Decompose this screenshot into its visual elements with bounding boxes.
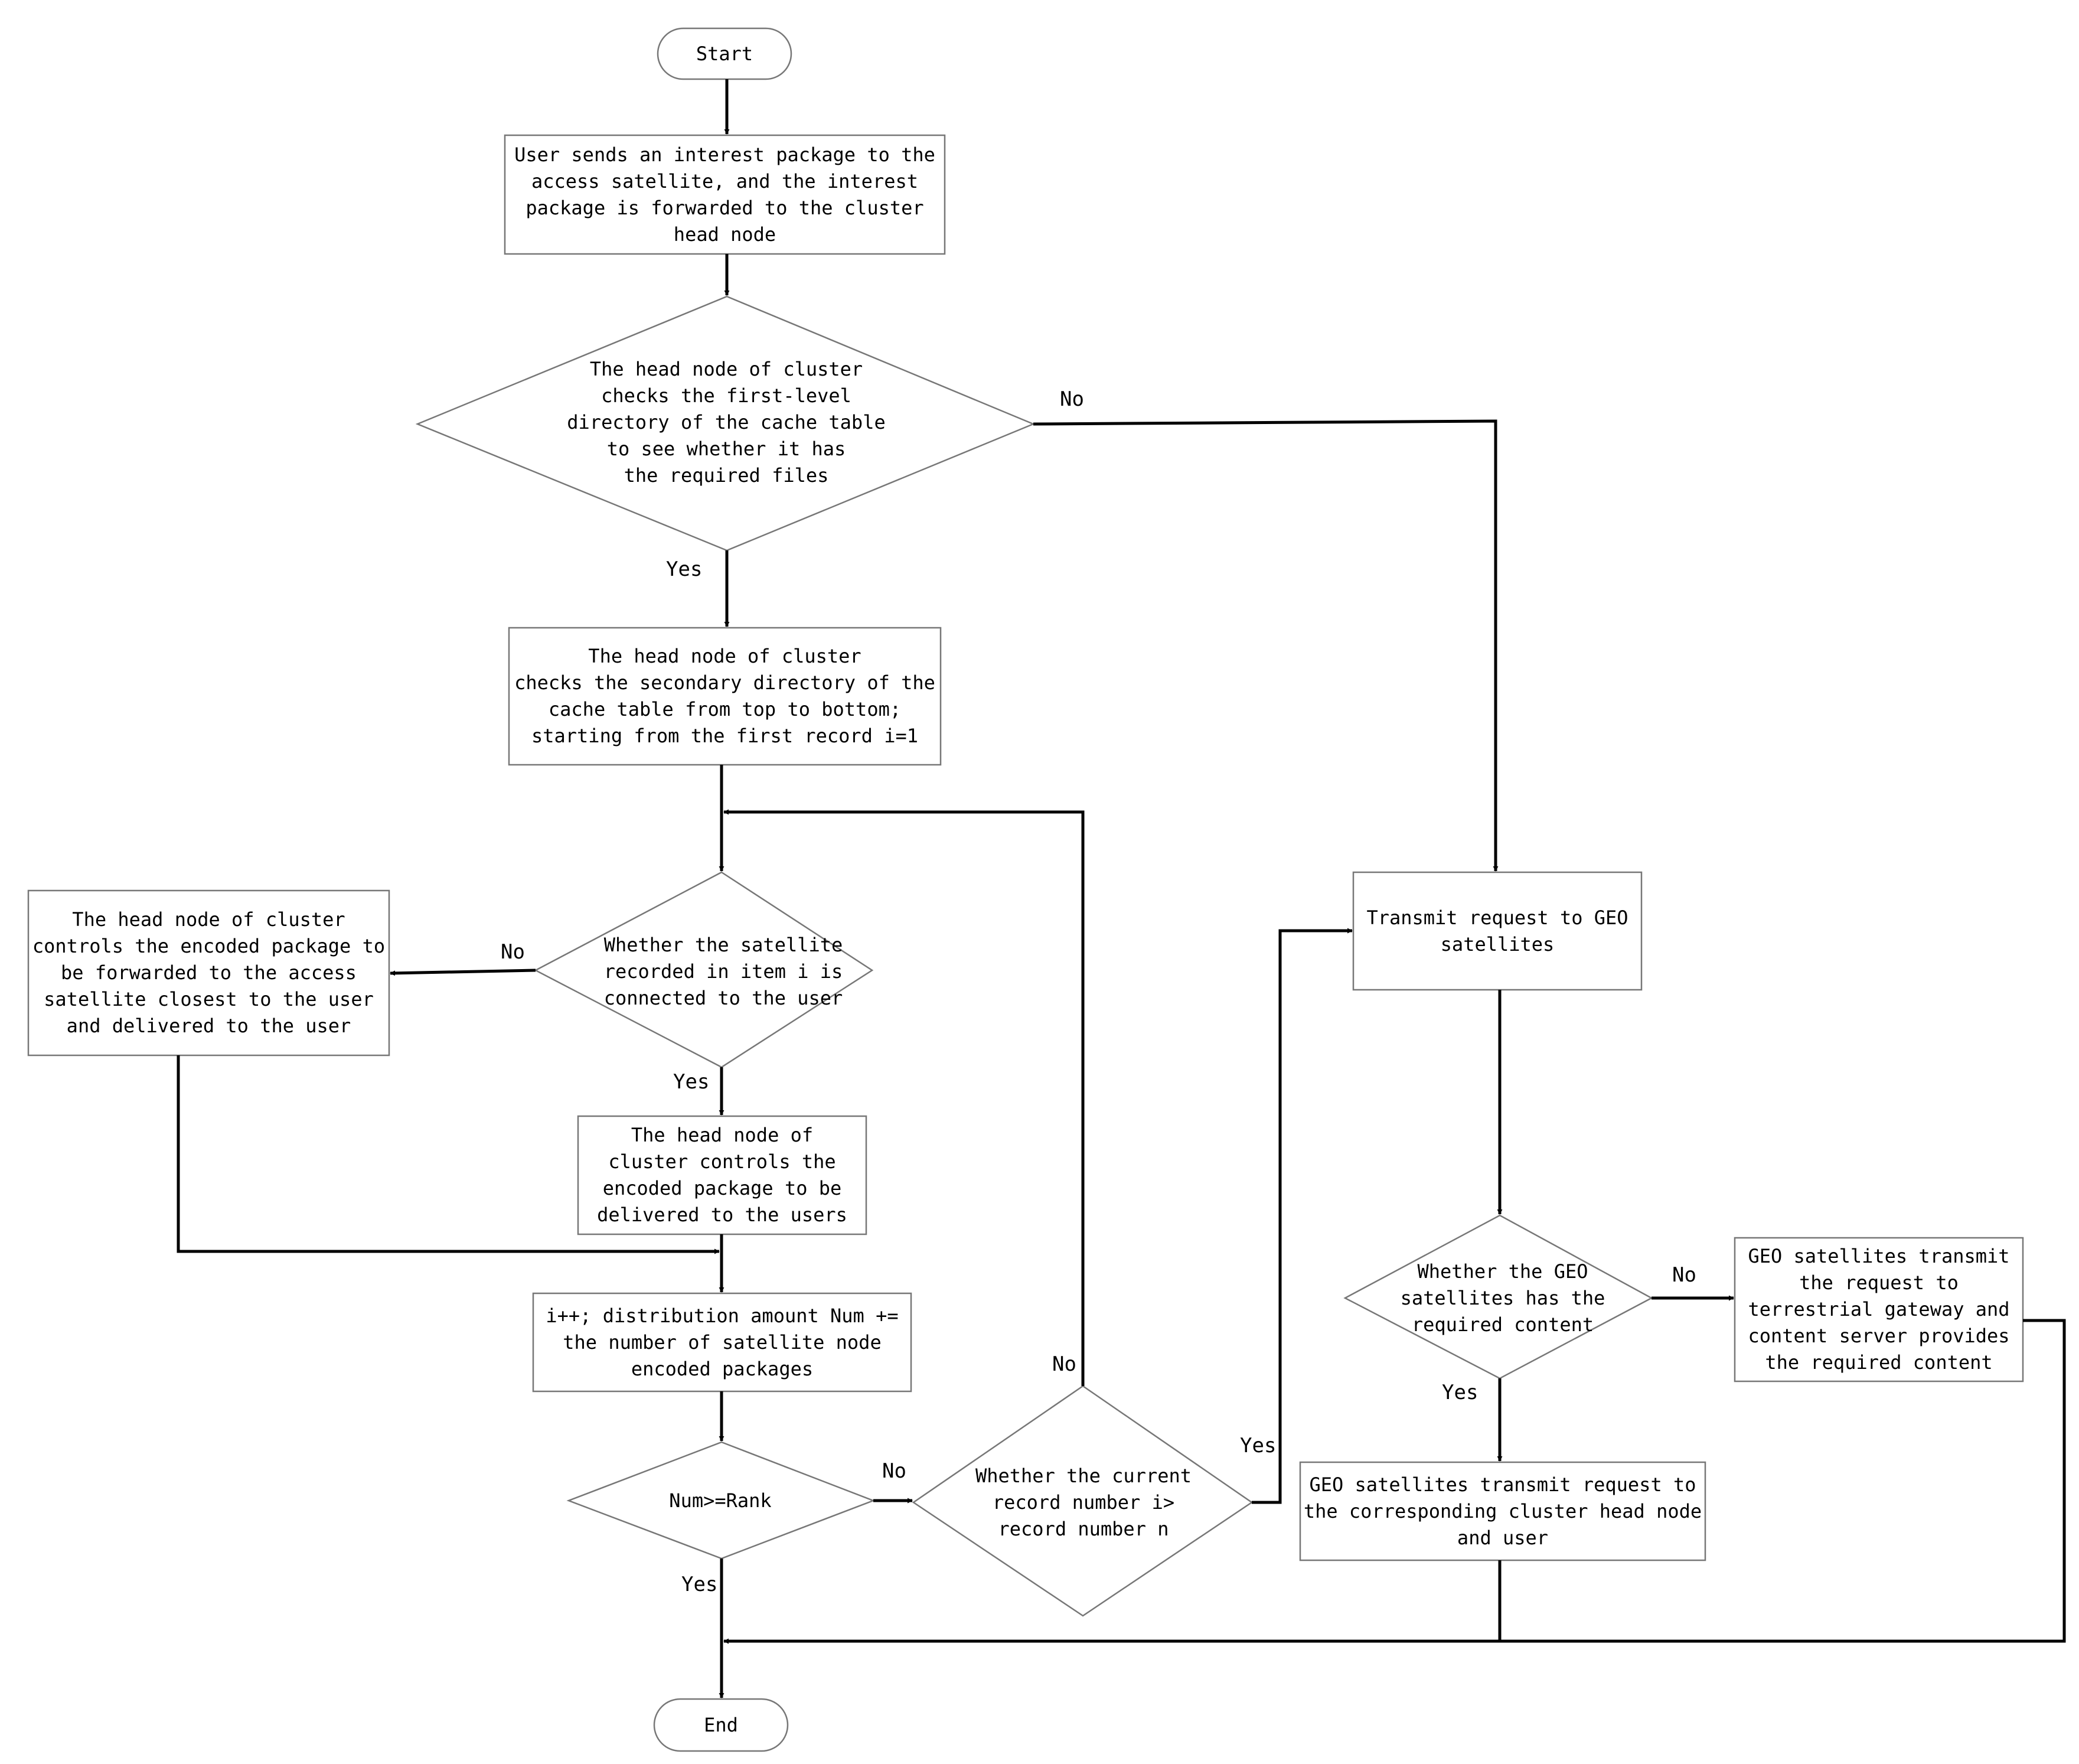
start-terminal-label: Start	[696, 42, 753, 65]
arrow-connected-no	[390, 969, 536, 976]
arrow-record-yes	[1252, 928, 1353, 1504]
arrow-first-level-no	[1033, 419, 1499, 872]
transmit-geo-box	[1352, 871, 1643, 991]
start-terminal-shape	[657, 27, 792, 80]
geo-to-gateway-text: GEO satellites transmit the request to t…	[1748, 1245, 2010, 1374]
arrow-forward-closest-merge	[177, 1055, 720, 1254]
connected-yes-label: Yes	[673, 1070, 710, 1094]
rank-no-label: No	[882, 1459, 906, 1483]
forward-closest-text: The head node of cluster controls the en…	[32, 908, 386, 1037]
increment-text: i++; distribution amount Num += the numb…	[546, 1304, 899, 1380]
num-rank-text: Num>=Rank	[669, 1489, 772, 1512]
arrow-record-no-loop	[723, 809, 1085, 1386]
end-terminal-label: End	[704, 1713, 738, 1736]
satellite-connected-text: Whether the satellite recorded in item i…	[603, 933, 843, 1009]
rank-yes-label: Yes	[681, 1573, 718, 1596]
record-compare-text: Whether the current record number i> rec…	[975, 1464, 1192, 1540]
deliver-users-text: The head node of cluster controls the en…	[597, 1124, 847, 1226]
transmit-geo-text: Transmit request to GEO satellites	[1366, 906, 1628, 956]
geo-yes-label: Yes	[1442, 1381, 1479, 1404]
check-secondary-text: The head node of cluster checks the seco…	[514, 645, 935, 747]
record-no-label: No	[1052, 1352, 1076, 1376]
geo-to-cluster-box	[1299, 1461, 1706, 1561]
forward-closest-box	[27, 889, 390, 1057]
send-interest-box	[504, 134, 946, 255]
send-interest-text: User sends an interest package to the ac…	[514, 143, 935, 246]
first-level-decision-text: The head node of cluster checks the firs…	[567, 357, 886, 487]
geo-to-cluster-text: GEO satellites transmit request to the c…	[1303, 1473, 1702, 1549]
first-level-yes-label: Yes	[666, 557, 703, 581]
connected-no-label: No	[501, 940, 525, 964]
increment-box	[532, 1292, 912, 1393]
geo-to-gateway-box	[1734, 1237, 2024, 1382]
line-gateway-return	[723, 1319, 2066, 1644]
check-secondary-box	[508, 627, 942, 766]
first-level-no-label: No	[1060, 387, 1084, 411]
record-yes-label: Yes	[1240, 1434, 1277, 1457]
end-terminal-shape	[653, 1698, 789, 1752]
geo-no-label: No	[1672, 1263, 1696, 1287]
geo-content-text: Whether the GEO satellites has the requi…	[1400, 1260, 1605, 1336]
record-compare-decision-diamond	[912, 1385, 1254, 1617]
deliver-users-box	[577, 1115, 867, 1235]
